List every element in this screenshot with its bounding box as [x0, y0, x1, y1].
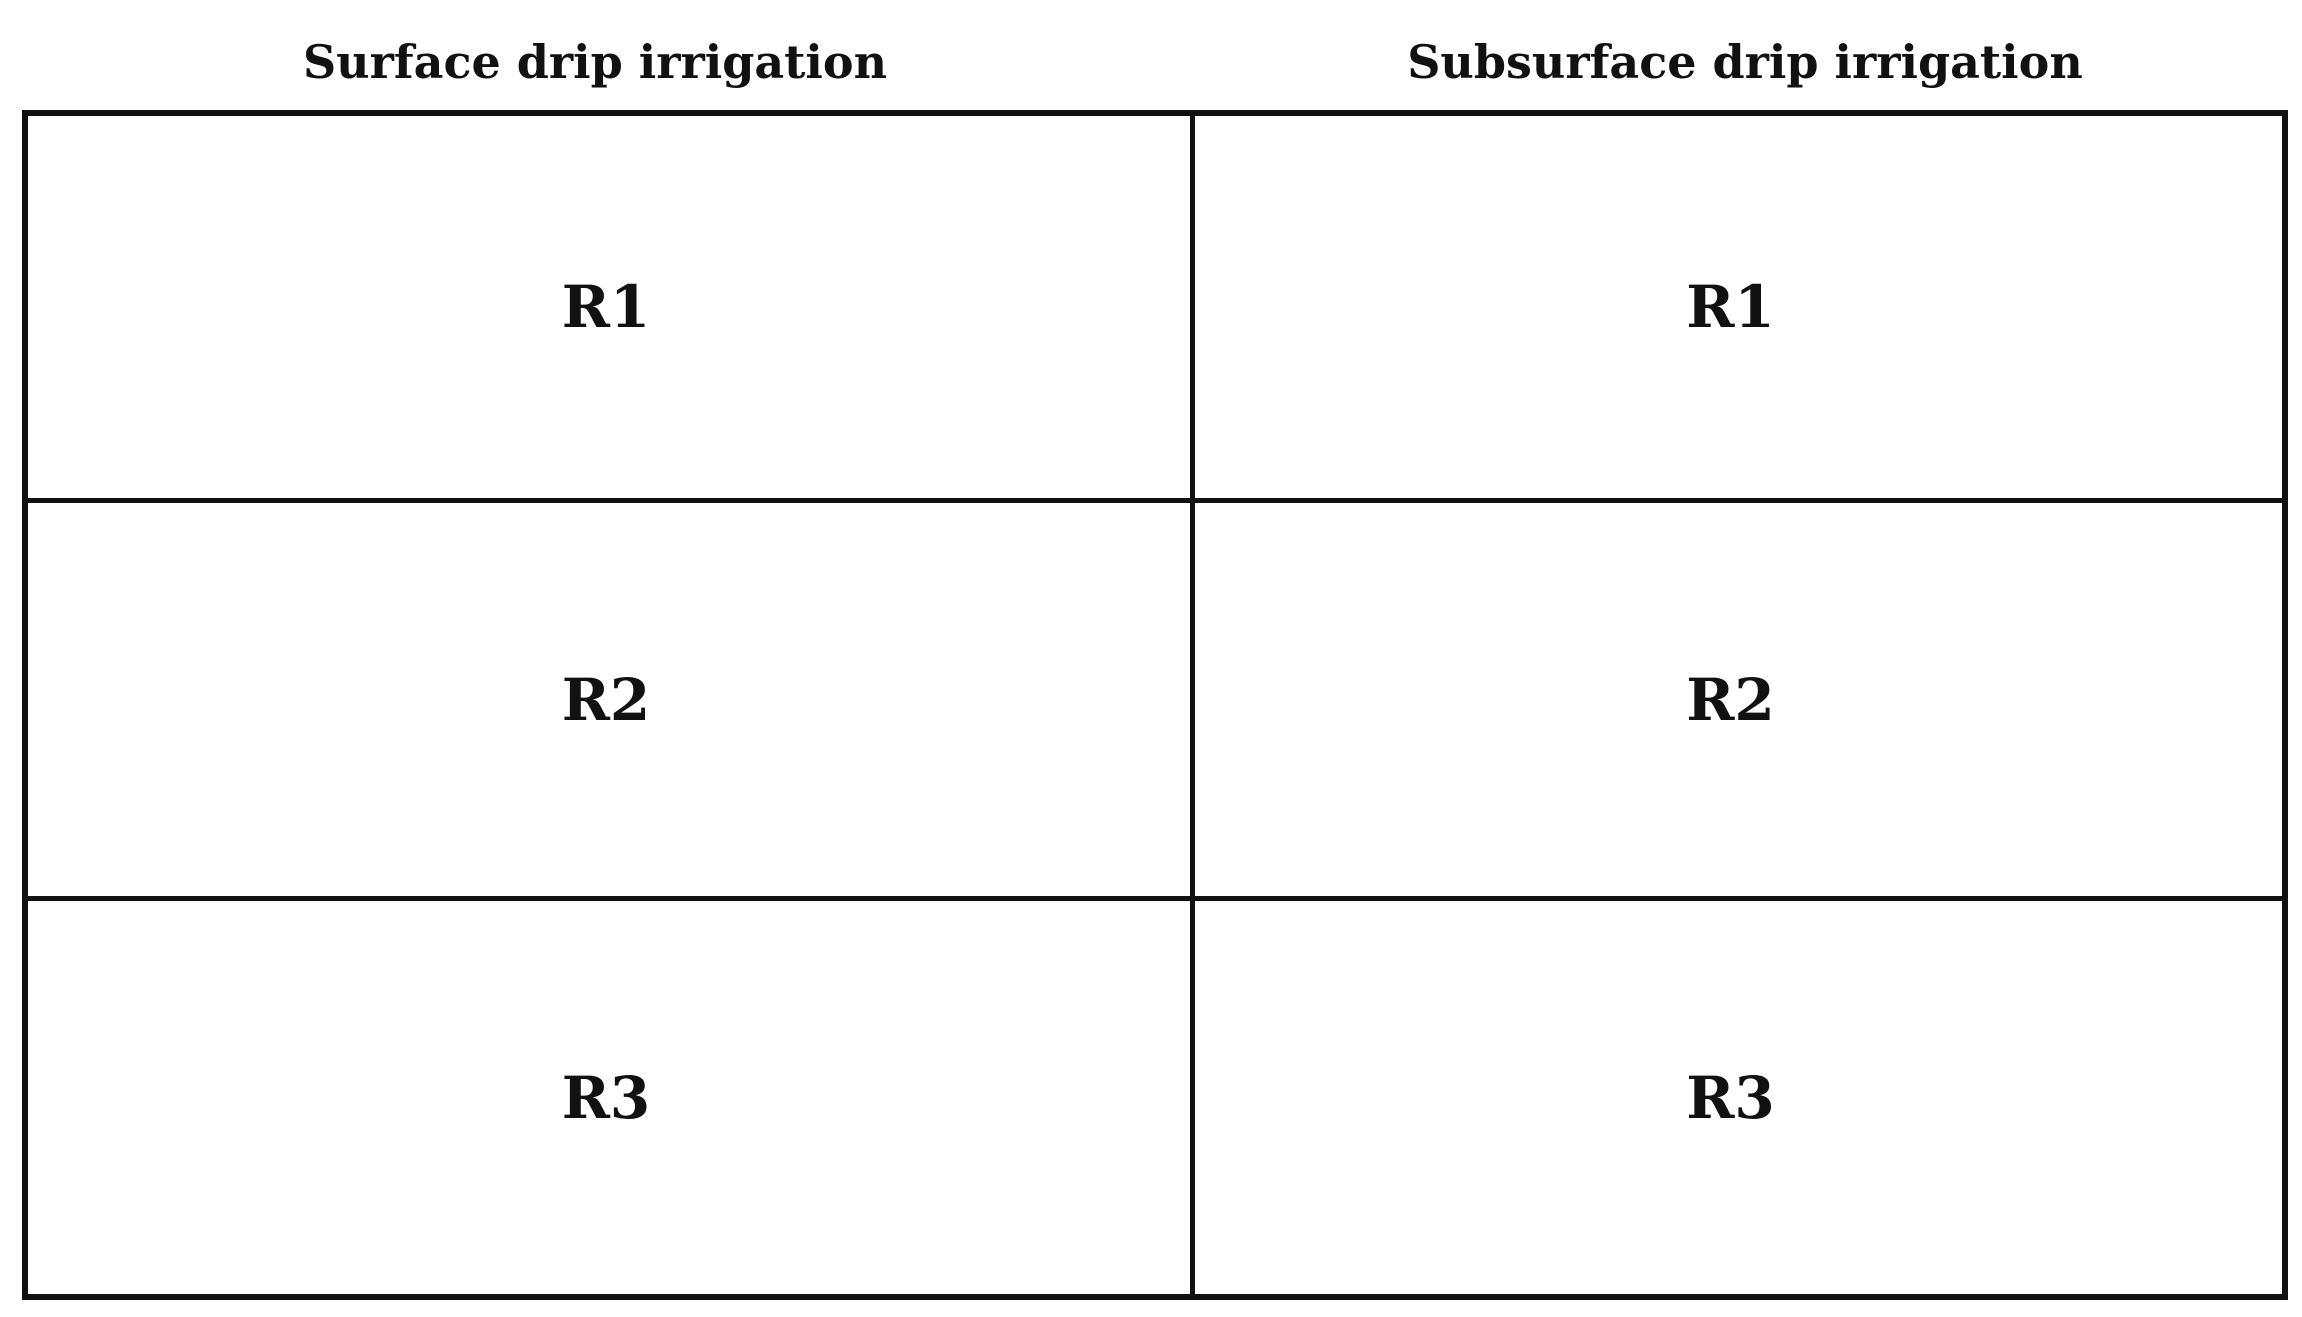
replicate-label: R1 [561, 273, 651, 341]
surface-drip-irrigation-header: Surface drip irrigation [302, 35, 888, 89]
subsurface-plot-r3: R3 [1195, 901, 2282, 1294]
replicate-label: R2 [561, 665, 651, 734]
surface-plot-r3: R3 [28, 901, 1195, 1294]
replicate-label: R2 [1686, 665, 1775, 734]
surface-plot-r2: R2 [28, 503, 1195, 901]
subsurface-plot-r1: R1 [1195, 116, 2282, 503]
replicate-label: R3 [1686, 1063, 1775, 1132]
replicate-label: R1 [1686, 273, 1775, 341]
surface-plot-r1: R1 [28, 116, 1195, 503]
plot-layout-grid: R1 R1 R2 R2 R3 R3 [22, 110, 2288, 1300]
replicate-label: R3 [561, 1063, 651, 1132]
subsurface-drip-irrigation-header: Subsurface drip irrigation [1407, 35, 2083, 89]
subsurface-plot-r2: R2 [1195, 503, 2282, 901]
